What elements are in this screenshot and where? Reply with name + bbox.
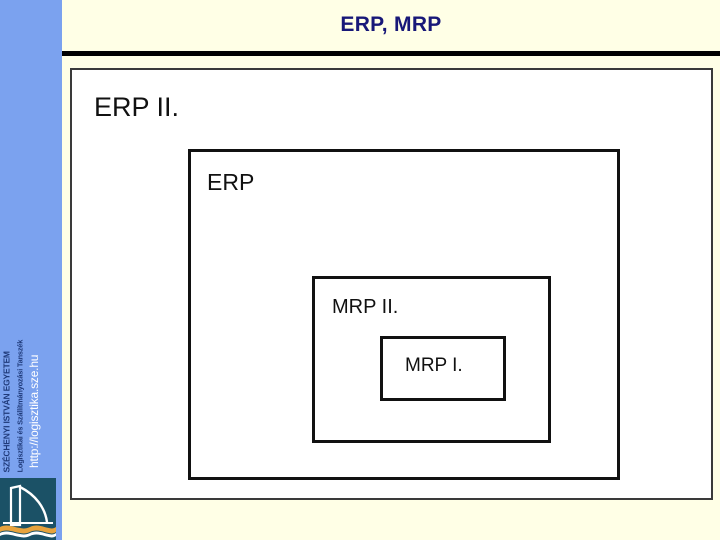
nested-box-erp: ERP MRP II. MRP I. (188, 149, 620, 480)
website-url-link[interactable]: http://logisztika.sze.hu (27, 354, 41, 468)
diagram-container: ERP II. ERP MRP II. MRP I. (70, 68, 713, 500)
nested-box-mrp-i: MRP I. (380, 336, 506, 401)
sidebar-text-block: SZÉCHENYI ISTVÁN EGYETEM Logisztikai és … (0, 0, 62, 480)
title-divider (62, 51, 720, 56)
box-label-erp: ERP (207, 169, 255, 195)
title-area: ERP, MRP (62, 0, 720, 51)
page-title: ERP, MRP (340, 13, 442, 36)
university-name-label: SZÉCHENYI ISTVÁN EGYETEM (1, 350, 12, 472)
department-name-label: Logisztikai és Szállítmányozási Tanszék (15, 339, 25, 472)
box-label-mrp-ii: MRP II. (332, 296, 399, 318)
box-label-erp-ii: ERP II. (94, 92, 180, 122)
box-label-mrp-i: MRP I. (405, 355, 463, 376)
sidebar: SZÉCHENYI ISTVÁN EGYETEM Logisztikai és … (0, 0, 62, 540)
szechenyi-bridge-logo-icon (0, 478, 56, 540)
nested-box-mrp-ii: MRP II. MRP I. (312, 276, 551, 443)
